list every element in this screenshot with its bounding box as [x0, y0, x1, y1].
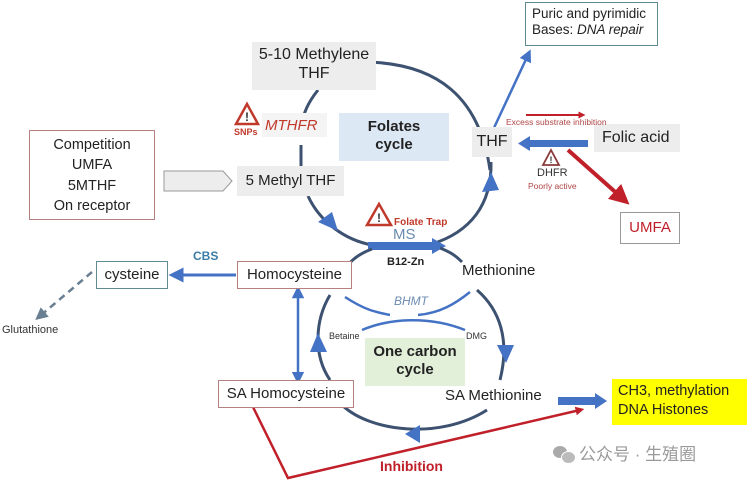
bhmt-arc-upper — [344, 291, 471, 317]
b12zn-label: B12-Zn — [387, 256, 425, 268]
competition-line4: On receptor — [53, 197, 131, 214]
one-carbon-arc-right — [476, 288, 506, 381]
dmg-label: DMG — [466, 331, 487, 341]
thf-label: THF — [476, 133, 508, 150]
mthfr-label-box — [262, 113, 327, 137]
dhfr-arrowhead — [518, 136, 530, 151]
watermark: 公众号 · 生殖圈 — [553, 445, 696, 465]
warning-icon-dhfr: ! — [541, 148, 561, 166]
sa-methionine-label: SA Methionine — [445, 387, 542, 404]
ms-label: MS — [393, 226, 416, 243]
methylene-thf-line2: THF — [298, 65, 330, 83]
node-homocysteine: Homocysteine — [237, 261, 352, 289]
bhmt-label: BHMT — [394, 294, 428, 308]
methylation-arrowhead — [595, 393, 607, 409]
purines-prefix: Bases: — [532, 22, 578, 38]
cbs-label: CBS — [193, 249, 219, 263]
methyl-thf-label: 5 Methyl THF — [245, 172, 336, 189]
node-umfa: UMFA — [620, 212, 680, 244]
ms-continuation — [439, 246, 464, 264]
betaine-label: Betaine — [329, 331, 360, 341]
methylation-line2: DNA Histones — [618, 401, 709, 418]
competition-line3: 5MTHF — [67, 177, 117, 194]
ms-bar — [368, 242, 432, 250]
dhfr-note-label: Poorly active — [528, 181, 577, 191]
folate-cycle-arc-left-lower — [306, 195, 373, 247]
svg-text:!: ! — [377, 211, 381, 225]
arrowhead-to-ms — [318, 212, 338, 231]
one-carbon-arc-bottom — [340, 403, 488, 431]
watermark-text: 公众号 · 生殖圈 — [579, 445, 697, 464]
node-methylation: CH3, methylation DNA Histones — [612, 379, 747, 425]
methylation-line1: CH3, methylation — [618, 383, 730, 399]
folates-cycle-line2: cycle — [375, 136, 413, 153]
purines-line2: Bases: DNA repair — [532, 22, 651, 38]
excess-substrate-label: Excess substrate inhibition — [506, 117, 607, 127]
methylation-bar — [558, 397, 596, 405]
methionine-label: Methionine — [462, 262, 536, 279]
wechat-icon — [553, 446, 576, 464]
folates-cycle-line1: Folates — [367, 118, 421, 135]
mthfr-label: MTHFR — [265, 117, 318, 134]
folate-trap-label: Folate Trap — [394, 217, 448, 228]
svg-text:!: ! — [550, 155, 553, 165]
node-competition: Competition UMFA 5MTHF On receptor — [29, 130, 155, 220]
warning-icon-mthfr: ! — [233, 101, 261, 126]
homocysteine-label: Homocysteine — [246, 266, 343, 283]
purines-line1: Puric and pyrimidic — [532, 6, 647, 21]
node-folates-cycle: Folates cycle — [339, 113, 449, 161]
glutathione-dashed-arrow — [35, 271, 93, 321]
node-purines: Puric and pyrimidic Bases: DNA repair — [525, 2, 658, 46]
node-methylene-thf: 5-10 Methylene THF — [252, 42, 376, 90]
one-carbon-line1: One carbon — [373, 343, 457, 360]
folate-cycle-arc-right — [431, 161, 493, 246]
arrowhead-to-sa-methionine — [497, 345, 514, 363]
dhfr-bar — [528, 140, 588, 147]
folic-to-umfa-arrow — [566, 148, 630, 205]
dhfr-label: DHFR — [537, 167, 568, 179]
bhmt-arc-lower — [361, 319, 466, 332]
ms-bar-arrowhead — [432, 238, 446, 254]
folic-acid-label: Folic acid — [602, 129, 670, 146]
node-methyl-thf: 5 Methyl THF — [237, 166, 344, 196]
sa-homocysteine-label: SA Homocysteine — [226, 385, 346, 402]
node-thf: THF — [472, 127, 512, 157]
competition-chevron — [163, 170, 233, 192]
inhibition-label: Inhibition — [380, 458, 443, 474]
node-sa-homocysteine: SA Homocysteine — [218, 380, 354, 408]
warning-icon-folate-trap: ! — [364, 201, 394, 227]
node-cysteine: cysteine — [96, 261, 168, 289]
cysteine-label: cysteine — [104, 266, 160, 283]
snps-label: SNPs — [234, 127, 258, 137]
glutathione-label: Glutathione — [2, 324, 59, 336]
node-one-carbon-cycle: One carbon cycle — [365, 338, 465, 386]
node-folic-acid: Folic acid — [594, 124, 680, 152]
svg-text:!: ! — [245, 110, 249, 124]
arrowhead-to-homocysteine — [310, 333, 327, 352]
inhibition-line — [250, 404, 585, 480]
arrowhead-to-thf — [482, 172, 499, 192]
arrowhead-to-sa-homocysteine — [405, 425, 420, 443]
methylene-thf-line1: 5-10 Methylene — [258, 46, 370, 63]
purines-italic: DNA repair — [577, 22, 644, 38]
thf-to-purines-arrow — [491, 49, 532, 131]
competition-line1: Competition — [53, 137, 131, 153]
umfa-label: UMFA — [629, 219, 671, 236]
one-carbon-line2: cycle — [396, 361, 434, 378]
competition-line2: UMFA — [71, 157, 113, 174]
